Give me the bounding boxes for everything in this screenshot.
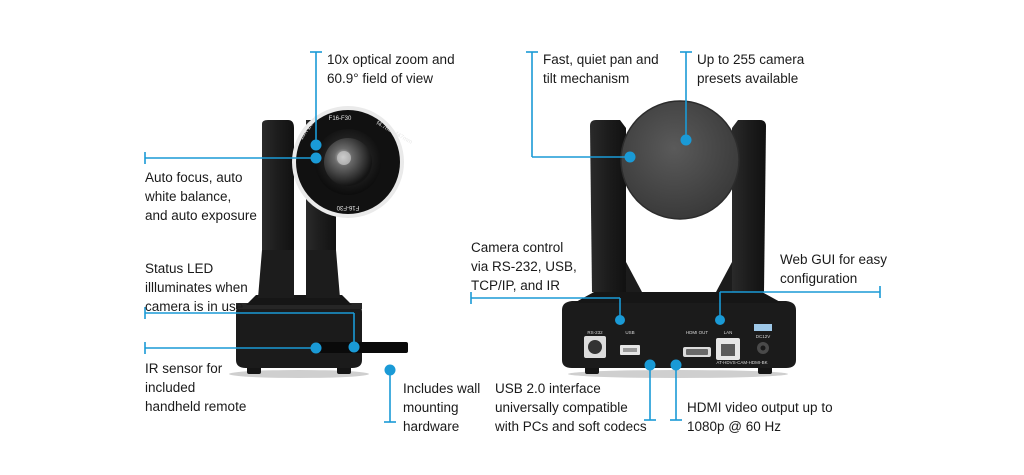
control-dot [615,315,625,325]
model-number-label: AT-HDVS-CAM-HDMI-BK [716,360,767,365]
lan-port-label: LAN [724,330,733,335]
front-camera: F16-F30 f4.7mm-f47mm 10X Zoom F16-F30 [229,106,413,378]
rear-yoke-left [590,120,626,292]
label-hdmi-output: HDMI video output up to 1080p @ 60 Hz [687,400,833,434]
rear-yoke-right [732,120,766,292]
label-optical-zoom: 10x optical zoom and 60.9° field of view [327,52,455,86]
front-ir-window [318,342,408,353]
hdmi-port-label: HDMI OUT [686,330,708,335]
presets-dot [680,134,692,146]
rs232-port-label: RS-232 [587,330,603,335]
label-auto-focus: Auto focus, auto white balance, and auto… [145,170,257,223]
dc-port-label: DC12V [756,334,771,339]
rear-camera: RS-232 USB HDMI OUT LAN DC12V AT-HDVS-CA… [562,100,796,378]
rear-head-disc [621,101,739,219]
lens-aperture-text: F16-F30 [329,116,352,122]
ir-dot [310,342,322,354]
callout-lines [144,51,881,423]
status-led-marker [348,341,360,353]
focus-dot [310,152,322,164]
label-camera-control: Camera control via RS-232, USB, TCP/IP, … [471,240,577,293]
callout-dots [310,134,725,376]
ir-receiver [754,324,772,331]
hdmi-dot [670,359,682,371]
pan-dot [624,151,636,163]
usb-port-label: USB [625,330,634,335]
label-ir-sensor: IR sensor for included handheld remote [145,361,247,414]
label-web-gui: Web GUI for easy configuration [780,252,888,286]
mount-dot [384,364,396,376]
web-dot [715,315,725,325]
label-presets: Up to 255 camera presets available [697,52,805,86]
label-wall-mount: Includes wall mounting hardware [403,381,481,434]
label-usb-interface: USB 2.0 interface universally compatible… [495,381,647,434]
label-pan-tilt: Fast, quiet pan and tilt mechanism [543,52,659,86]
lens-aperture-text-2: F16-F30 [336,204,359,210]
zoom-dot [310,139,322,151]
label-status-led: Status LED illluminates when camera is i… [145,261,248,314]
usb-dot [644,359,656,371]
